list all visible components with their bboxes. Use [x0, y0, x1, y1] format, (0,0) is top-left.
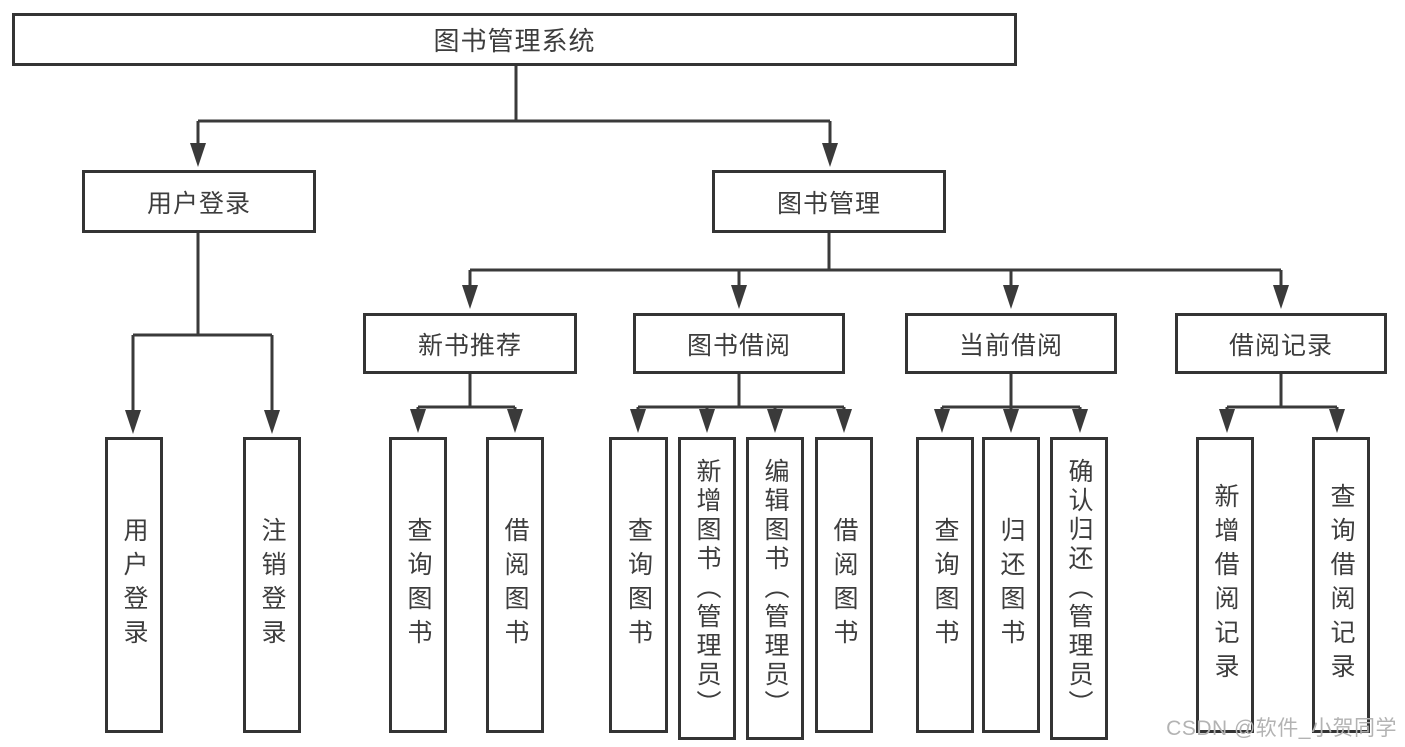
arrow-down-icon	[125, 410, 141, 434]
arrow-down-icon	[822, 143, 838, 167]
leaf-borrow-books-recommend-label: 借阅图书	[501, 517, 529, 653]
arrow-down-icon	[1273, 285, 1289, 309]
leaf-return-books-label: 归还图书	[997, 517, 1025, 653]
node-root-label: 图书管理系统	[433, 26, 596, 56]
arrow-down-icon	[836, 409, 852, 433]
node-current-borrow: 当前借阅	[905, 313, 1117, 374]
leaf-borrow-books-label: 借阅图书	[830, 517, 858, 653]
arrow-down-icon	[1329, 409, 1345, 433]
arrow-down-icon	[264, 410, 280, 434]
leaf-user-login-label: 用户登录	[120, 517, 148, 653]
arrow-down-icon	[767, 409, 783, 433]
node-book-management: 图书管理	[712, 170, 946, 233]
arrow-down-icon	[507, 409, 523, 433]
leaf-query-books-current-label: 查询图书	[931, 517, 959, 653]
leaf-logout-label: 注销登录	[258, 517, 286, 653]
leaf-query-books-recommend-label: 查询图书	[404, 517, 432, 653]
arrow-down-icon	[410, 409, 426, 433]
node-book-borrow-label: 图书借阅	[686, 331, 791, 360]
node-book-management-label: 图书管理	[776, 189, 881, 218]
leaf-borrow-books: 借阅图书	[815, 437, 873, 733]
arrowheads	[125, 143, 1345, 434]
leaf-confirm-return-admin: 确认归还（管理员）	[1050, 437, 1108, 740]
leaf-logout: 注销登录	[243, 437, 301, 733]
leaf-user-login: 用户登录	[105, 437, 163, 733]
node-new-book-recommend-label: 新书推荐	[417, 331, 522, 360]
leaf-query-borrow-record-label: 查询借阅记录	[1327, 483, 1355, 687]
arrow-down-icon	[1072, 409, 1088, 433]
arrow-down-icon	[630, 409, 646, 433]
leaf-add-books-admin-label: 新增图书（管理员）	[693, 458, 721, 719]
leaf-edit-books-admin: 编辑图书（管理员）	[746, 437, 804, 740]
node-borrow-records: 借阅记录	[1175, 313, 1387, 374]
node-current-borrow-label: 当前借阅	[958, 331, 1063, 360]
leaf-add-books-admin: 新增图书（管理员）	[678, 437, 736, 740]
leaf-query-books-recommend: 查询图书	[389, 437, 447, 733]
node-new-book-recommend: 新书推荐	[363, 313, 577, 374]
node-book-borrow: 图书借阅	[633, 313, 845, 374]
leaf-confirm-return-admin-label: 确认归还（管理员）	[1065, 458, 1093, 719]
leaf-edit-books-admin-label: 编辑图书（管理员）	[761, 458, 789, 719]
arrow-down-icon	[1219, 409, 1235, 433]
leaf-borrow-books-recommend: 借阅图书	[486, 437, 544, 733]
leaf-query-books-borrow: 查询图书	[609, 437, 668, 733]
node-user-login: 用户登录	[82, 170, 316, 233]
arrow-down-icon	[190, 143, 206, 167]
node-borrow-records-label: 借阅记录	[1228, 331, 1333, 360]
arrow-down-icon	[462, 285, 478, 309]
node-user-login-label: 用户登录	[146, 189, 251, 218]
arrow-down-icon	[699, 409, 715, 433]
watermark: CSDN @软件_小贺同学	[1166, 717, 1397, 740]
leaf-return-books: 归还图书	[982, 437, 1040, 733]
leaf-query-borrow-record: 查询借阅记录	[1312, 437, 1370, 733]
leaf-add-borrow-record-label: 新增借阅记录	[1211, 483, 1239, 687]
arrow-down-icon	[731, 285, 747, 309]
leaf-query-books-current: 查询图书	[916, 437, 974, 733]
arrow-down-icon	[1003, 409, 1019, 433]
node-root: 图书管理系统	[12, 13, 1017, 66]
leaf-query-books-borrow-label: 查询图书	[624, 517, 653, 653]
arrow-down-icon	[934, 409, 950, 433]
leaf-add-borrow-record: 新增借阅记录	[1196, 437, 1254, 733]
arrow-down-icon	[1003, 285, 1019, 309]
